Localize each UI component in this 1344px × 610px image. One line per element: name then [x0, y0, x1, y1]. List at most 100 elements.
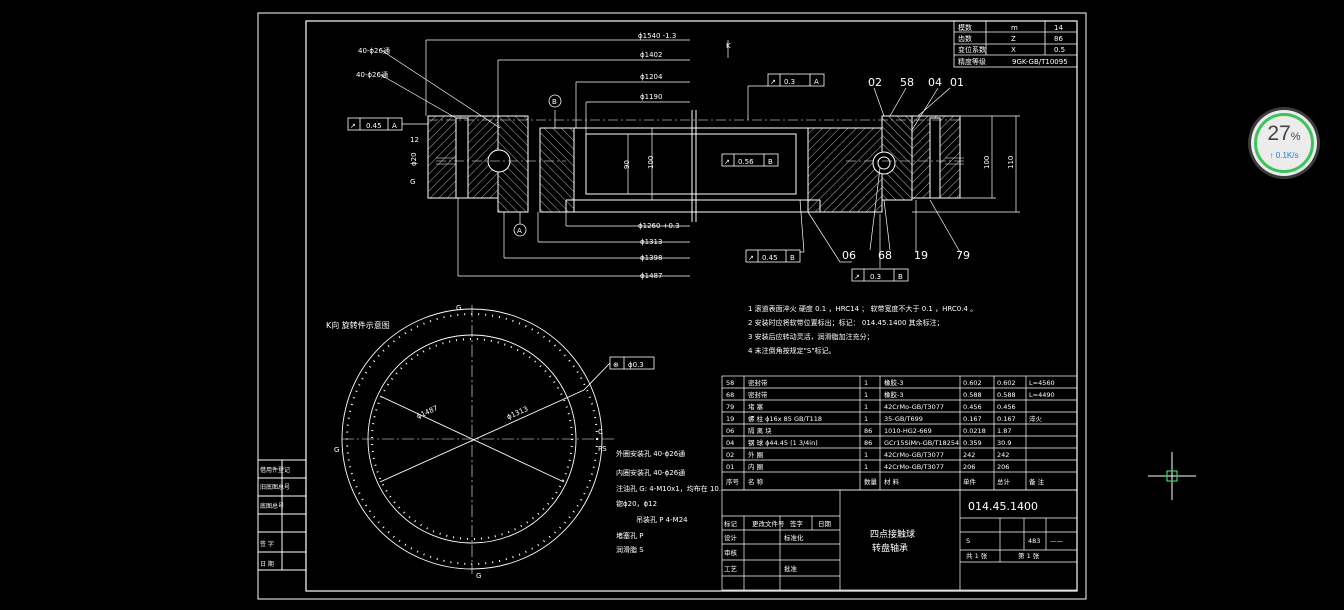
- bom-cell: 0.588: [997, 391, 1016, 399]
- bom-cell: 1: [864, 403, 868, 411]
- bom-cell: 0.167: [963, 415, 982, 423]
- param-table: [953, 20, 1078, 68]
- bom-cell: 30.9: [997, 439, 1011, 447]
- svg-text:A: A: [517, 227, 522, 235]
- bom-cell: 86: [864, 439, 872, 447]
- k-view: [341, 305, 614, 574]
- side-label: 日 期: [260, 560, 274, 568]
- bom-cell: 0.602: [963, 379, 982, 387]
- svg-text:C: C: [598, 428, 603, 436]
- bom-cell: 0.588: [963, 391, 982, 399]
- bom-header-cell: 序号: [726, 477, 740, 486]
- svg-text:100: 100: [983, 156, 991, 169]
- bom-cell: 1: [864, 451, 868, 459]
- bom-cell: 橡胶-3: [884, 378, 903, 387]
- svg-text:K: K: [726, 42, 731, 50]
- svg-text:ϕ1487: ϕ1487: [640, 272, 662, 280]
- svg-text:0.3: 0.3: [784, 78, 795, 86]
- bom-cell: 橡胶-3: [884, 390, 903, 399]
- svg-text:m: m: [1011, 24, 1018, 32]
- svg-text:注油孔 G: 4-M10x1，均布在 10.: 注油孔 G: 4-M10x1，均布在 10.: [616, 484, 721, 493]
- svg-text:0.45: 0.45: [366, 122, 382, 130]
- percent-readout: 27%: [1267, 122, 1301, 145]
- svg-text:40-ϕ26通: 40-ϕ26通: [358, 46, 390, 55]
- svg-text:90: 90: [623, 160, 631, 169]
- svg-text:↗: ↗: [854, 273, 860, 281]
- svg-text:0.3: 0.3: [870, 273, 881, 281]
- svg-text:齿数: 齿数: [958, 34, 972, 43]
- sheet-border: [257, 12, 1087, 600]
- bom-cell: 86: [864, 427, 872, 435]
- svg-text:A: A: [814, 78, 819, 86]
- svg-text:↗: ↗: [748, 254, 754, 262]
- svg-text:ϕ1204: ϕ1204: [640, 73, 663, 81]
- k-view-notes: 外圈安装孔 40-ϕ26通 内圈安装孔 40-ϕ26通 注油孔 G: 4-M10…: [616, 449, 721, 554]
- bom-header-cell: 总计: [997, 477, 1011, 486]
- part-numbers: 02 58 04 01 06 68 19 79: [842, 76, 970, 262]
- bom-cell: 206: [997, 463, 1009, 471]
- svg-text:ϕ0.3: ϕ0.3: [628, 361, 644, 369]
- svg-text:06: 06: [842, 249, 856, 262]
- svg-text:04: 04: [928, 76, 942, 89]
- drawing-code: 014.45.1400: [968, 500, 1038, 513]
- svg-text:模数: 模数: [958, 23, 972, 32]
- bom-cell: 密封带: [748, 378, 768, 387]
- svg-text:14: 14: [1054, 24, 1063, 32]
- svg-text:1 滚道表面淬火 硬度 0.1 ，HRC14 ；: 1 滚道表面淬火 硬度 0.1 ，HRC14 ； 软带宽度不大于 0.1 ，HR…: [748, 304, 977, 313]
- bom-cell: 淬火: [1029, 414, 1043, 423]
- svg-text:3 安装后应转动灵活，润滑脂加注充分；: 3 安装后应转动灵活，润滑脂加注充分；: [748, 332, 874, 341]
- datum-text: B A K: [517, 42, 731, 235]
- svg-text:内圈安装孔 40-ϕ26通: 内圈安装孔 40-ϕ26通: [616, 468, 685, 477]
- bom-cell: 1010-HG2-669: [884, 427, 932, 435]
- svg-text:ϕ1398: ϕ1398: [640, 254, 662, 262]
- svg-text:工艺: 工艺: [724, 565, 738, 573]
- svg-text:标记: 标记: [724, 519, 738, 528]
- svg-text:0.5: 0.5: [1054, 46, 1065, 54]
- bom-cell: 04: [726, 439, 734, 447]
- bom-cell: 242: [997, 451, 1009, 459]
- bom-cell: 42CrMo-GB/T3077: [884, 403, 944, 411]
- svg-text:B: B: [898, 273, 903, 281]
- part-name: 转盘轴承: [872, 542, 908, 554]
- svg-text:0.45: 0.45: [762, 254, 778, 262]
- svg-text:变位系数: 变位系数: [958, 45, 986, 54]
- svg-text:110: 110: [1007, 156, 1015, 169]
- bom-cell: 19: [726, 415, 734, 423]
- network-speed-widget[interactable]: 27% ↑ 0.1K/s: [1251, 110, 1317, 176]
- svg-text:G: G: [476, 572, 481, 580]
- speed-readout: ↑ 0.1K/s: [1269, 151, 1299, 160]
- svg-text:B: B: [790, 254, 795, 262]
- svg-text:58: 58: [900, 76, 914, 89]
- svg-text:B: B: [552, 98, 557, 106]
- datum-markers: [513, 94, 562, 237]
- side-label: 旧底图总号: [260, 483, 290, 491]
- bom-cell: 0.602: [997, 379, 1016, 387]
- title-block: [721, 489, 1078, 591]
- svg-text:B: B: [768, 158, 773, 166]
- bom-cell: 206: [963, 463, 975, 471]
- svg-text:19: 19: [914, 249, 928, 262]
- bom-cell: 35-GB/T699: [884, 415, 923, 423]
- svg-text:100: 100: [647, 156, 655, 169]
- svg-text:标准化: 标准化: [784, 533, 804, 542]
- svg-text:⊕: ⊕: [613, 361, 619, 369]
- side-labels: 借用件登记 旧底图总号 底图总号 签 字 日 期: [260, 466, 290, 568]
- svg-text:40-ϕ26通: 40-ϕ26通: [356, 70, 388, 79]
- svg-text:G: G: [410, 178, 415, 186]
- svg-text:ϕ1313: ϕ1313: [640, 238, 662, 246]
- bom-cell: 79: [726, 403, 734, 411]
- part-name: 四点接触球: [870, 528, 915, 540]
- svg-text:PS: PS: [598, 445, 607, 453]
- side-strip: [257, 459, 307, 571]
- svg-text:483: 483: [1028, 537, 1040, 545]
- svg-text:润滑脂 S: 润滑脂 S: [616, 545, 644, 554]
- svg-text:第 1 张: 第 1 张: [1018, 551, 1040, 560]
- svg-text:堵塞孔 P: 堵塞孔 P: [616, 531, 643, 540]
- bom-cell: 58: [726, 379, 734, 387]
- svg-text:68: 68: [878, 249, 892, 262]
- drawing-frame: [305, 20, 1078, 592]
- param-values: 模数 m 14 齿数 Z 86 变位系数 X 0.5 精度等级 9GK-GB/T…: [958, 23, 1068, 66]
